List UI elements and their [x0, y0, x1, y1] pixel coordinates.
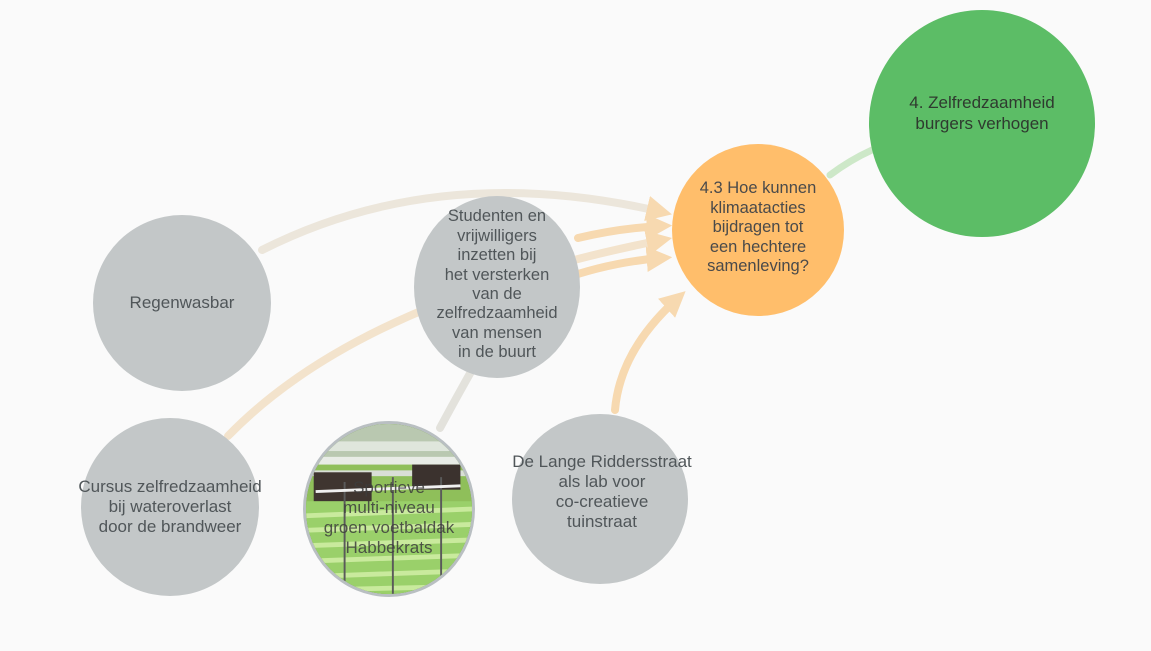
lange-riddersstraat-node-label: De Lange Riddersstraat als lab voor co-c… — [512, 451, 692, 532]
link-lange-to-question — [611, 291, 686, 414]
cursus-node[interactable]: Cursus zelfredzaamheid bij wateroverlast… — [78, 418, 262, 596]
voetbaldak-photo — [306, 424, 472, 594]
goal-node-label: 4. Zelfredzaamheid burgers verhogen — [909, 93, 1055, 133]
voetbaldak-node-label: Sportieve multi-niveau groen voetbaldak … — [323, 477, 455, 558]
link-question-to-goal — [826, 146, 876, 179]
regenwasbar-node[interactable]: Regenwasbar — [93, 215, 271, 391]
link-cursus-to-question — [224, 230, 673, 440]
link-voetbaldak-to-studenten — [436, 366, 476, 432]
regenwasbar-node-label: Regenwasbar — [129, 292, 235, 312]
question-node[interactable]: 4.3 Hoe kunnen klimaatacties bijdragen t… — [672, 144, 844, 316]
link-studenten-to-question — [574, 213, 673, 242]
voetbaldak-node[interactable]: Sportieve multi-niveau groen voetbaldak … — [303, 421, 475, 597]
goal-node[interactable]: 4. Zelfredzaamheid burgers verhogen — [869, 10, 1095, 237]
studenten-node[interactable]: Studenten en vrijwilligers inzetten bij … — [414, 196, 580, 378]
lange-riddersstraat-node[interactable]: De Lange Riddersstraat als lab voor co-c… — [512, 414, 692, 584]
link-regenwasbar-to-question — [258, 188, 672, 254]
studenten-node-label: Studenten en vrijwilligers inzetten bij … — [436, 207, 558, 362]
cursus-node-label: Cursus zelfredzaamheid bij wateroverlast… — [78, 476, 262, 537]
question-node-label: 4.3 Hoe kunnen klimaatacties bijdragen t… — [699, 179, 817, 276]
